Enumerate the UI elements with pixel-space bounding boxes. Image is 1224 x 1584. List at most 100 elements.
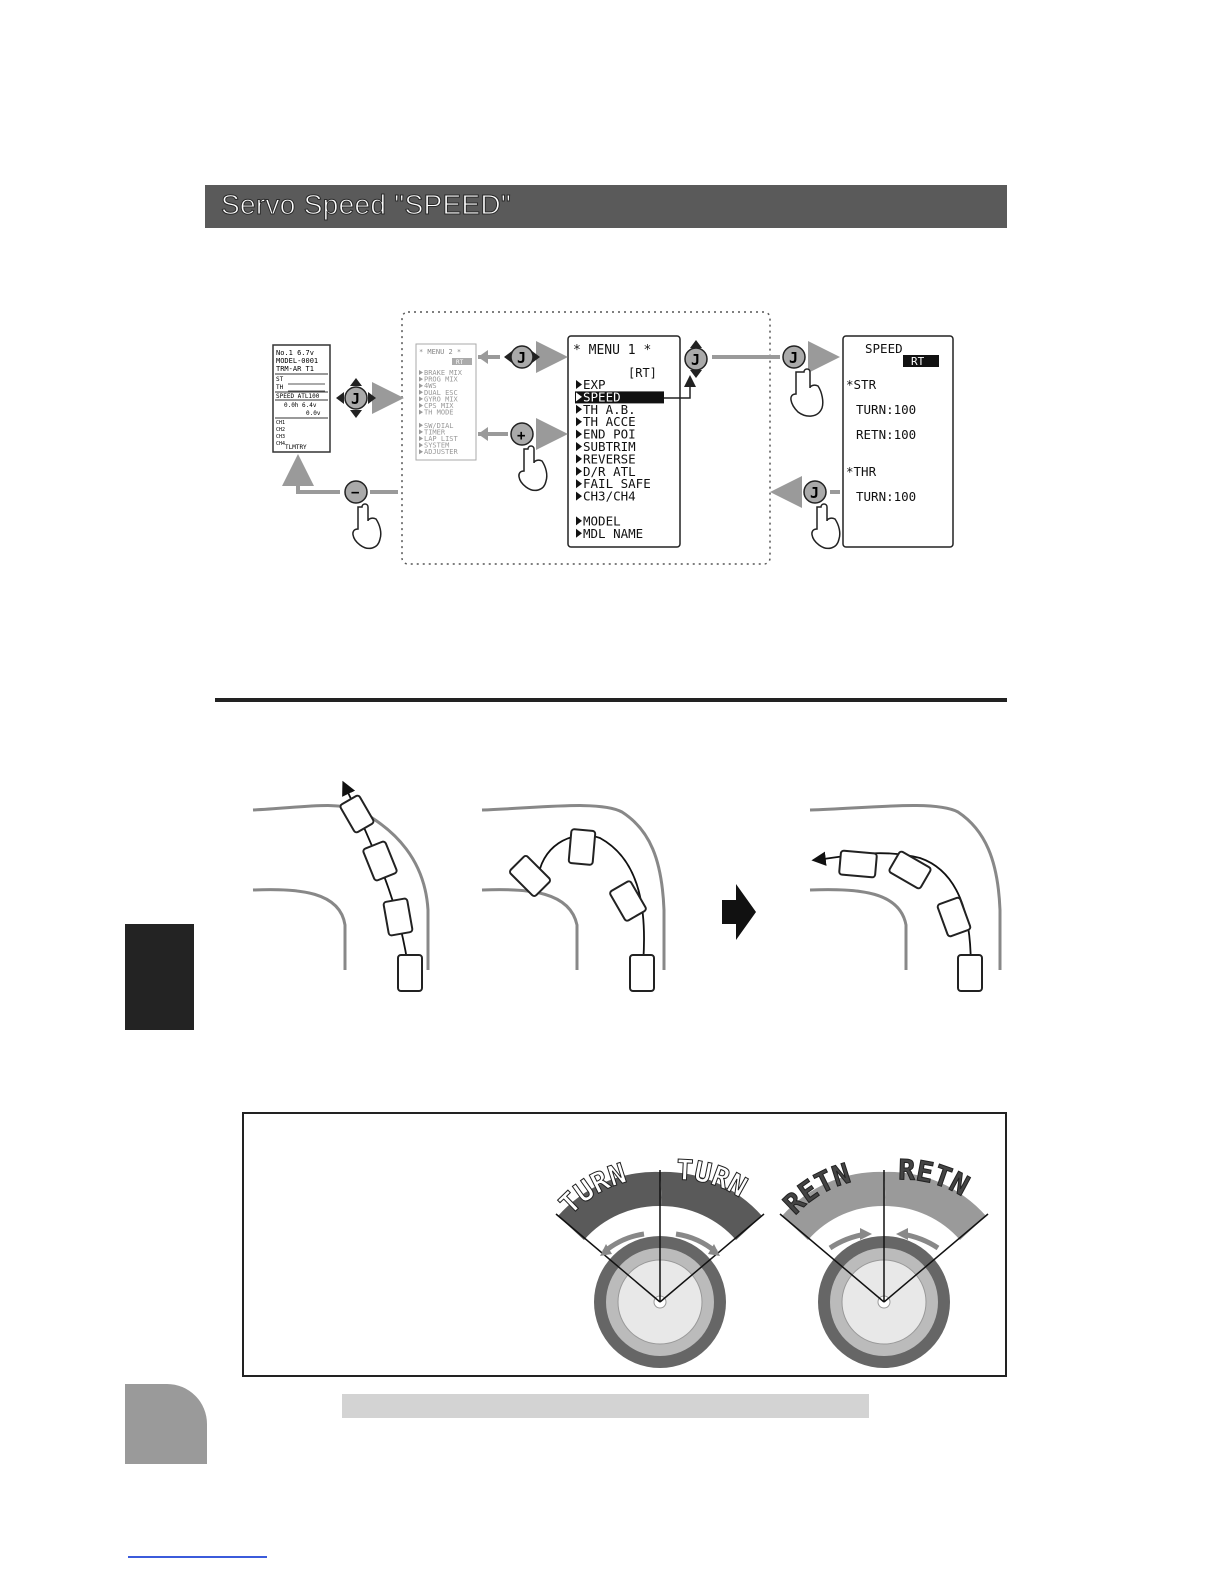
car-icon (362, 840, 398, 882)
str-retn-value: RETN:100 (856, 427, 916, 442)
car-icon (957, 954, 983, 992)
menu2-item: CPS MIX (424, 402, 454, 410)
menu1-item: SPEED (583, 389, 621, 404)
track-edge-outer (252, 804, 430, 970)
jog-key-label: J (691, 351, 700, 369)
home-line: TLMTRY (285, 444, 307, 451)
wheel-turn-diagram: TURN TURN (552, 1153, 765, 1368)
home-line: No.1 6.7v (276, 349, 314, 357)
menu1-item: TH A.B. (583, 402, 636, 417)
menu-navigation-diagram: No.1 6.7v MODEL-0001 TRM-AR T1 ST TH SPE… (272, 311, 954, 565)
menu2-item: TIMER (424, 428, 446, 436)
arrow-icon (896, 1228, 908, 1240)
footer-link-underline (128, 1556, 267, 1558)
menu2-item: LAP LIST (424, 435, 459, 443)
jog-key-press-bottom: J (803, 480, 841, 550)
menu-group-outline (401, 311, 771, 565)
car-icon (382, 897, 414, 937)
menu1-item: REVERSE (583, 451, 636, 466)
hand-press-icon (518, 445, 548, 492)
jog-key-press-top: J (782, 345, 824, 417)
menu1-title: * MENU 1 * (573, 343, 651, 358)
note-highlight-bar (342, 1394, 869, 1418)
home-line: 0.0h 6.4v (284, 402, 317, 409)
menu2-title: * MENU 2 * (419, 348, 461, 356)
menu1-selection-highlight (575, 391, 664, 404)
speed-screen: SPEED RT *STR TURN:100 RETN:100 *THR TUR… (842, 335, 954, 548)
hand-press-icon (811, 503, 841, 550)
arrow-icon (708, 1244, 720, 1256)
track-edge-inner (481, 888, 579, 970)
car-icon (936, 896, 972, 938)
jog-key-label: J (517, 349, 526, 367)
car-icon (339, 794, 375, 834)
home-line: 0.0v (306, 410, 321, 417)
str-label: *STR (846, 377, 877, 392)
track-edge-outer (809, 804, 1002, 970)
wheel-explanation-box (242, 1112, 1007, 1377)
jog-key-label: J (351, 390, 360, 408)
home-line: CH4 (276, 441, 285, 447)
menu2-item: ADJUSTER (424, 448, 459, 456)
menu2-item: 4WS (424, 382, 437, 390)
track-edge-inner (252, 888, 347, 970)
menu1-item: CH3/CH4 (583, 489, 636, 504)
arrow-icon (860, 1228, 872, 1240)
car-icon (838, 849, 878, 879)
jog-key-ud: J (684, 340, 708, 378)
thr-label: *THR (846, 464, 877, 479)
menu2-badge: RT (456, 359, 464, 366)
home-line: CH2 (276, 427, 285, 433)
menu1-badge: [RT] (628, 366, 657, 380)
menu2-item: SYSTEM (424, 442, 449, 450)
hand-press-icon (352, 503, 382, 550)
car-icon (629, 954, 655, 992)
wheel-diagrams: TURN TURN RETN RETN (552, 1153, 989, 1368)
car-icon (888, 850, 932, 890)
cornering-illustrations (252, 780, 1002, 992)
page-number-tab (125, 1384, 207, 1464)
hand-press-icon (790, 368, 824, 417)
menu2-item: PROG MIX (424, 376, 459, 384)
home-line: CH3 (276, 434, 285, 440)
minus-key-label: − (351, 485, 359, 501)
menu1-item: EXP (583, 377, 606, 392)
menu1-item: SUBTRIM (583, 439, 636, 454)
transition-arrow-icon (722, 884, 756, 940)
home-line: SPEED ATL100 (276, 393, 320, 400)
track-edge-inner (809, 888, 908, 970)
menu2-item: TH MODE (424, 409, 454, 417)
menu2-item: BRAKE MIX (424, 369, 463, 377)
section-title: Servo Speed "SPEED" (220, 189, 512, 221)
home-screen: No.1 6.7v MODEL-0001 TRM-AR T1 ST TH SPE… (272, 344, 331, 453)
menu1-item: D/R ATL (583, 464, 636, 479)
arrow-icon (600, 1244, 612, 1256)
speed-title: SPEED (865, 341, 903, 356)
menu2-item: SW/DIAL (424, 422, 454, 430)
str-turn-value: TURN:100 (856, 402, 916, 417)
section-divider (215, 698, 1007, 702)
home-line: CH1 (276, 420, 285, 426)
home-line: MODEL-0001 (276, 357, 318, 365)
jog-key-4way: J (336, 378, 376, 418)
thr-turn-value: TURN:100 (856, 489, 916, 504)
menu1-item: MODEL (583, 513, 621, 528)
home-line: ST (276, 376, 284, 383)
jog-key-label: J (810, 484, 819, 502)
car-icon (609, 880, 647, 922)
menu1-item: TH ACCE (583, 414, 636, 429)
minus-key-press: − (344, 480, 382, 550)
jog-key-label: J (789, 349, 798, 367)
chapter-side-tab (125, 924, 194, 1030)
car-icon (397, 954, 423, 992)
menu1-item: FAIL SAFE (583, 476, 651, 491)
plus-key-press: + (510, 422, 548, 492)
menu2-item: DUAL ESC (424, 389, 458, 397)
car-icon (567, 828, 597, 866)
car-path (537, 834, 645, 986)
jog-key-lr: J (504, 345, 540, 369)
plus-key-label: + (517, 428, 525, 444)
menu1-item: END POI (583, 427, 636, 442)
